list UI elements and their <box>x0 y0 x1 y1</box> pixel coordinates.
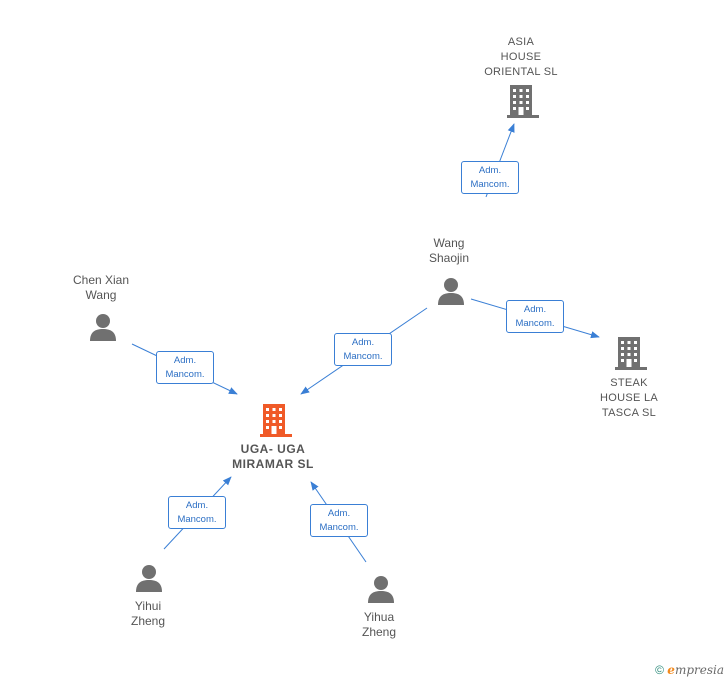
footer-copyright: © empresia <box>655 663 724 677</box>
node-label-yihua-zheng[interactable]: Yihua Zheng <box>361 610 397 639</box>
node-label-uga-uga[interactable]: UGA- UGA MIRAMAR SL <box>232 442 314 471</box>
node-label-wang-shaojin[interactable]: Wang Shaojin <box>428 236 470 265</box>
edge-label-yihui-uga[interactable]: Adm. Mancom. <box>168 496 226 529</box>
edge-label-chen-uga[interactable]: Adm. Mancom. <box>156 351 214 384</box>
person-icon[interactable] <box>136 565 162 592</box>
brand-initial: e <box>667 663 675 677</box>
building-icon[interactable] <box>260 404 292 437</box>
person-icon[interactable] <box>368 576 394 603</box>
edge-label-wang-steak[interactable]: Adm. Mancom. <box>506 300 564 333</box>
edge-label-wang-uga[interactable]: Adm. Mancom. <box>334 333 392 366</box>
node-label-yihui-zheng[interactable]: Yihui Zheng <box>130 599 166 628</box>
brand-logo: empresia <box>667 663 724 677</box>
node-label-chen-xian-wang[interactable]: Chen Xian Wang <box>72 273 130 302</box>
edge-label-wang-asia[interactable]: Adm. Mancom. <box>461 161 519 194</box>
brand-name: mpresia <box>674 663 724 677</box>
person-icon[interactable] <box>90 314 116 341</box>
building-icon[interactable] <box>507 85 539 118</box>
person-icon[interactable] <box>438 278 464 305</box>
building-icon[interactable] <box>615 337 647 370</box>
node-label-steak-house[interactable]: STEAK HOUSE LA TASCA SL <box>599 377 659 419</box>
edge-label-yihua-uga[interactable]: Adm. Mancom. <box>310 504 368 537</box>
copyright-symbol: © <box>655 663 664 677</box>
node-label-asia-house[interactable]: ASIA HOUSE ORIENTAL SL <box>484 36 558 78</box>
